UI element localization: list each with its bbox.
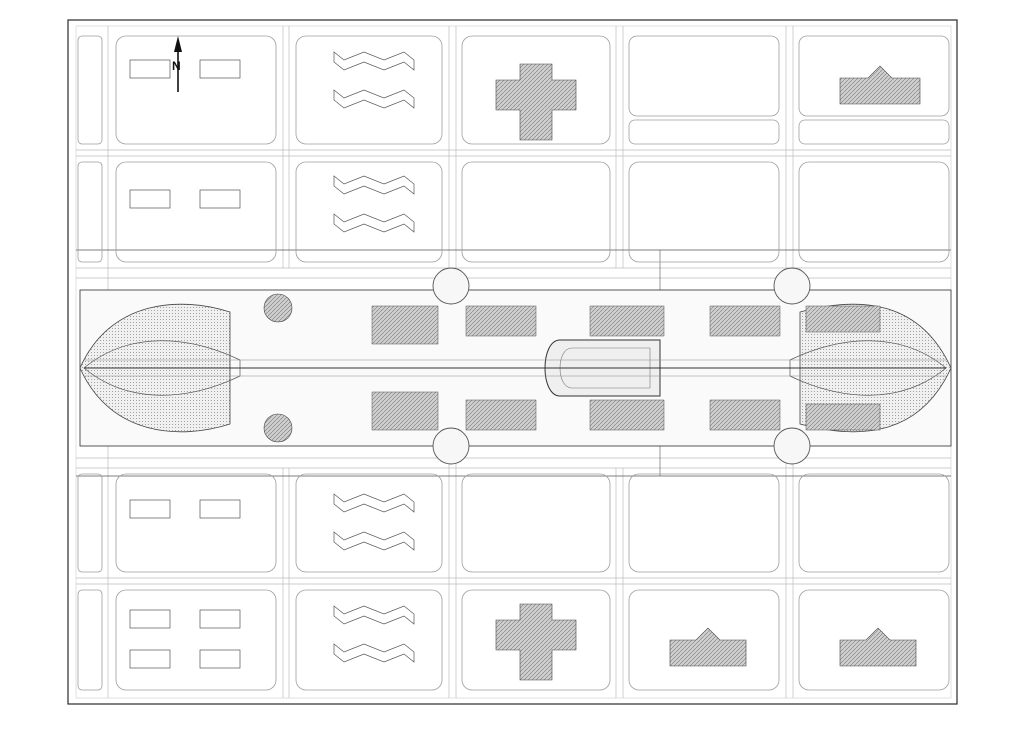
central-park [79, 289, 952, 447]
cross-building-north [495, 63, 577, 141]
parcel [628, 589, 780, 691]
building-details [129, 51, 415, 669]
parcel [115, 161, 277, 263]
roundabout [773, 267, 811, 305]
parcel [798, 35, 950, 117]
parcel [295, 473, 443, 573]
parcel [798, 589, 950, 691]
row-housing-footprint [333, 175, 415, 195]
drawing-frame [67, 19, 958, 705]
parcel [461, 161, 611, 263]
building-footprint [129, 189, 171, 209]
building-footprint [199, 189, 241, 209]
parcel [798, 473, 950, 573]
parcel [295, 589, 443, 691]
pavilion-south-a [669, 627, 747, 667]
building-footprint [199, 609, 241, 629]
parcel [461, 589, 611, 691]
building-footprint [199, 649, 241, 669]
parcel [461, 35, 611, 145]
north-arrow-head [174, 36, 182, 52]
feature-circle [263, 293, 293, 323]
roundabout [432, 427, 470, 465]
parcel [461, 473, 611, 573]
parcel [77, 473, 103, 573]
parcel [77, 589, 103, 691]
building-footprint [129, 649, 171, 669]
institutional-buildings [495, 63, 921, 681]
building-footprint [199, 499, 241, 519]
parcel [628, 35, 780, 117]
parcel [115, 35, 277, 145]
roundabout [773, 427, 811, 465]
parcel [628, 161, 780, 263]
parcel-blocks [77, 35, 950, 691]
hatched-field [465, 399, 537, 431]
building-footprint [199, 59, 241, 79]
parcel [77, 161, 103, 263]
row-housing-footprint [333, 213, 415, 233]
central-oval-inner [559, 347, 651, 389]
feature-circle [263, 413, 293, 443]
cross-building-south [495, 603, 577, 681]
parcel [798, 119, 950, 145]
row-housing-footprint [333, 89, 415, 109]
hatched-field [709, 305, 781, 337]
roundabout [432, 267, 470, 305]
hatched-field [371, 305, 439, 345]
parcel [77, 35, 103, 145]
hatched-field [805, 305, 881, 333]
parcel [295, 35, 443, 145]
parcel [295, 161, 443, 263]
hatched-field [465, 305, 537, 337]
parcel [628, 119, 780, 145]
parcel [798, 161, 950, 263]
north-label: N [172, 59, 181, 73]
north-arrow: N [172, 36, 182, 92]
hatched-field [371, 391, 439, 431]
building-footprint [129, 59, 171, 79]
hatched-field [589, 399, 665, 431]
row-housing-footprint [333, 643, 415, 663]
building-footprint [129, 499, 171, 519]
hatched-field [589, 305, 665, 337]
hatched-field [805, 403, 881, 431]
roundabouts [432, 267, 811, 465]
pavilion-south-b [839, 627, 917, 667]
row-housing-footprint [333, 605, 415, 625]
parcel [115, 473, 277, 573]
pavilion-northeast [839, 65, 921, 105]
row-housing-footprint [333, 531, 415, 551]
parcel [115, 589, 277, 691]
row-housing-footprint [333, 51, 415, 71]
building-footprint [129, 609, 171, 629]
parcel [628, 473, 780, 573]
row-housing-footprint [333, 493, 415, 513]
hatched-field [709, 399, 781, 431]
